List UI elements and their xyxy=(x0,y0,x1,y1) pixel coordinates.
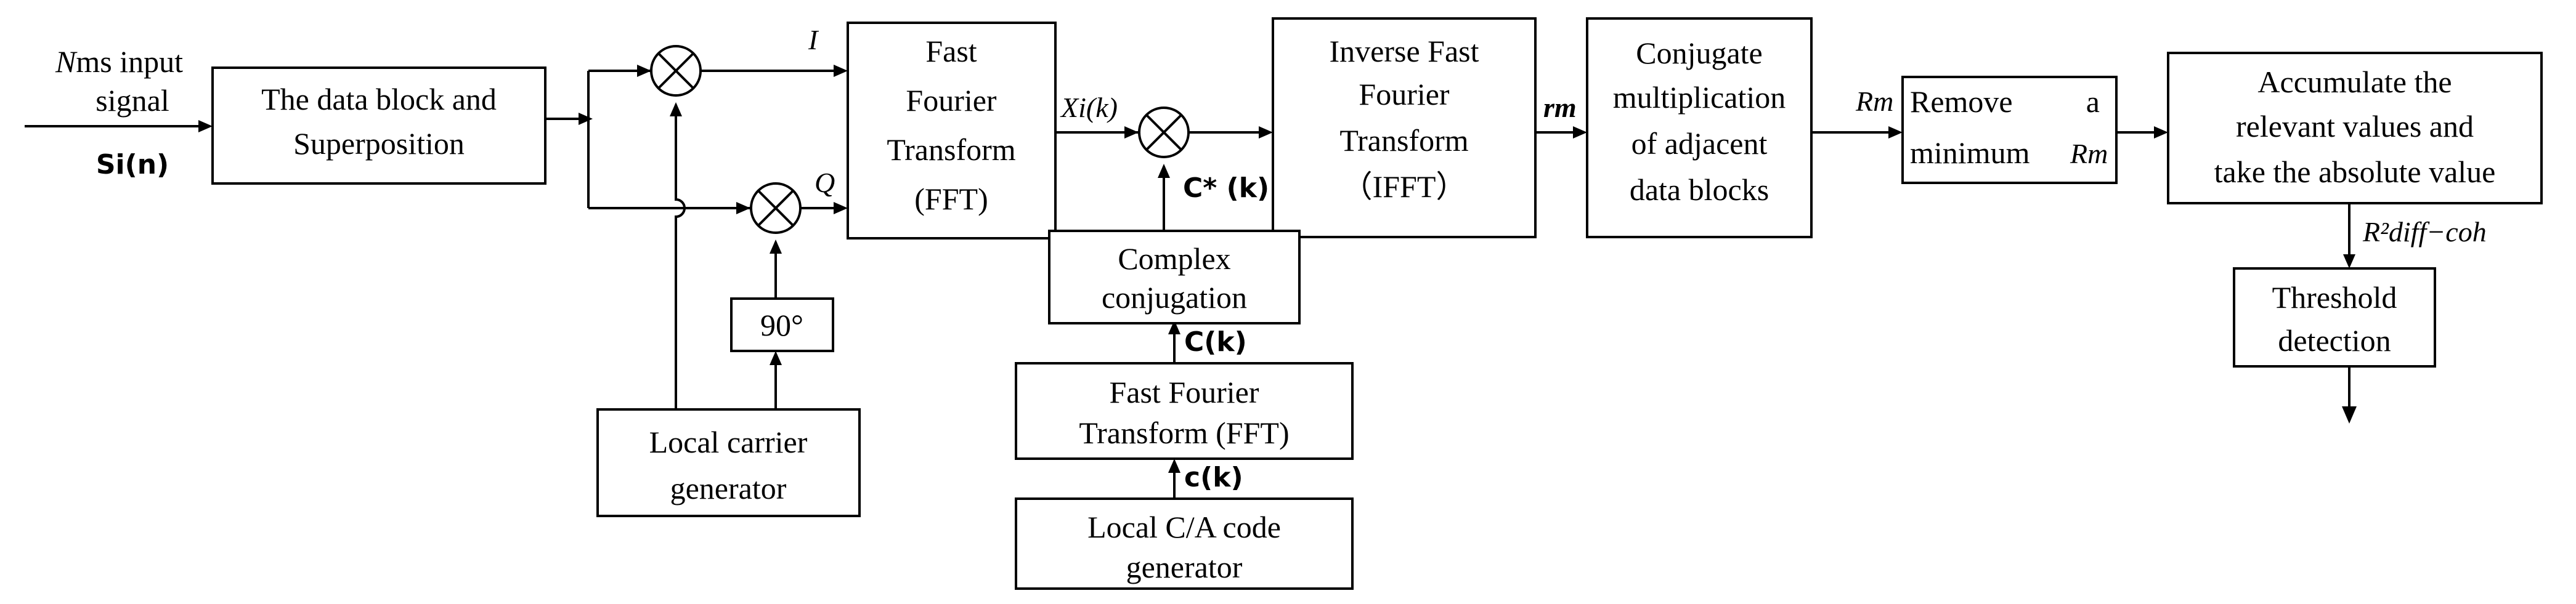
arrowhead xyxy=(770,351,782,365)
arrowhead xyxy=(2154,126,2168,139)
arrowhead xyxy=(670,102,682,116)
arrowhead xyxy=(1573,126,1587,139)
fft-code-line-2: Transform (FFT) xyxy=(1079,416,1289,450)
remove-min-line-1: Remove xyxy=(1910,84,2013,119)
data-block-line-1: The data block and xyxy=(261,82,497,116)
local-carrier-box: Local carrier generator xyxy=(596,408,861,517)
arrowhead xyxy=(2342,406,2357,424)
input-si-label: Si(n) xyxy=(96,149,169,180)
threshold-line-2: detection xyxy=(2278,323,2391,358)
accumulate-box: Accumulate the relevant values and take … xyxy=(2167,52,2543,204)
rm-conj-label: Rm xyxy=(1855,86,1893,117)
fft-code-line-1: Fast Fourier xyxy=(1109,375,1259,409)
arrowhead xyxy=(2343,254,2355,268)
remove-min-rm-label: Rm xyxy=(2070,138,2108,169)
input-n: N xyxy=(55,44,78,79)
threshold-box: Threshold detection xyxy=(2233,267,2436,368)
local-carrier-line-1: Local carrier xyxy=(649,425,808,459)
threshold-line-1: Threshold xyxy=(2272,280,2397,315)
arrowhead xyxy=(1888,126,1903,139)
conj-mult-box: Conjugate multiplication of adjacent dat… xyxy=(1586,17,1813,238)
fft-main-line-3: Transform xyxy=(887,132,1015,167)
c-k-lower-label: c(k) xyxy=(1184,462,1243,493)
complex-conj-line-1: Complex xyxy=(1118,241,1230,276)
arrowhead xyxy=(1168,320,1180,334)
conj-mult-line-1: Conjugate xyxy=(1636,36,1763,70)
rm-ifft-label: rm xyxy=(1543,92,1577,123)
ifft-line-1: Inverse Fast xyxy=(1330,34,1479,68)
conj-mult-line-4: data blocks xyxy=(1630,172,1769,207)
q-branch-label: Q xyxy=(815,167,835,198)
mixer-q xyxy=(750,182,802,234)
arrowhead xyxy=(637,65,651,77)
local-ca-line-2: generator xyxy=(1126,550,1243,584)
arrowhead xyxy=(1168,459,1180,473)
phase-shift-box: 90° xyxy=(730,297,834,352)
local-ca-line-1: Local C/A code xyxy=(1087,510,1281,544)
input-label-line-2: signal xyxy=(95,83,169,118)
arrowheads xyxy=(198,65,2357,473)
local-ca-box: Local C/A code generator xyxy=(1015,497,1354,590)
complex-conj-line-2: conjugation xyxy=(1102,280,1247,315)
remove-min-line-2: minimum xyxy=(1910,135,2030,170)
data-block-box: The data block and Superposition xyxy=(211,66,546,185)
r-diff-label: R²diff−coh xyxy=(2362,216,2487,248)
fft-main-line-1: Fast xyxy=(925,34,977,68)
phase-shift-label: 90° xyxy=(760,308,803,342)
input-label-line-1: Nms input xyxy=(55,44,183,79)
mixer-i xyxy=(650,45,702,97)
arrowhead xyxy=(579,113,593,125)
ifft-box: Inverse Fast Fourier Transform （IFFT） xyxy=(1272,17,1537,238)
accumulate-line-2: relevant values and xyxy=(2236,109,2474,143)
c-star-label: C* (k) xyxy=(1183,172,1269,204)
fft-main-box: Fast Fourier Transform (FFT) xyxy=(847,22,1057,240)
c-k-upper-label: C(k) xyxy=(1184,326,1247,358)
conj-mult-line-2: multiplication xyxy=(1613,80,1786,115)
arrowhead xyxy=(198,120,213,132)
carrier-to-i-wire xyxy=(675,105,686,409)
fft-main-line-2: Fourier xyxy=(906,83,997,118)
arrowhead xyxy=(770,240,782,254)
fft-main-line-4: (FFT) xyxy=(914,182,988,216)
arrowhead xyxy=(834,202,848,214)
local-carrier-line-2: generator xyxy=(670,471,787,505)
arrowhead xyxy=(736,202,750,214)
signal-labels: Nms input signal Si(n) I Q Xi(k) C* (k) … xyxy=(55,24,2487,493)
input-ms: ms input xyxy=(76,44,183,79)
accumulate-line-3: take the absolute value xyxy=(2214,155,2496,189)
fft-code-box: Fast Fourier Transform (FFT) xyxy=(1015,362,1354,460)
ifft-line-2: Fourier xyxy=(1359,77,1450,111)
ifft-line-3: Transform xyxy=(1339,123,1468,158)
mixer-code xyxy=(1138,107,1190,158)
i-branch-label: I xyxy=(808,24,819,55)
arrowhead xyxy=(834,65,848,77)
xi-k-label: Xi(k) xyxy=(1060,92,1118,123)
conj-mult-line-3: of adjacent xyxy=(1631,126,1768,161)
data-block-line-2: Superposition xyxy=(293,126,465,161)
arrowhead xyxy=(1259,126,1273,139)
complex-conj-box: Complex conjugation xyxy=(1048,230,1301,324)
remove-min-box: Remove a minimum Rm xyxy=(1901,76,2118,184)
remove-min-a: a xyxy=(2086,84,2100,119)
arrowhead xyxy=(1124,126,1139,139)
ifft-line-4: （IFFT） xyxy=(1342,169,1467,204)
accumulate-line-1: Accumulate the xyxy=(2257,65,2452,99)
arrowhead xyxy=(1158,164,1170,178)
